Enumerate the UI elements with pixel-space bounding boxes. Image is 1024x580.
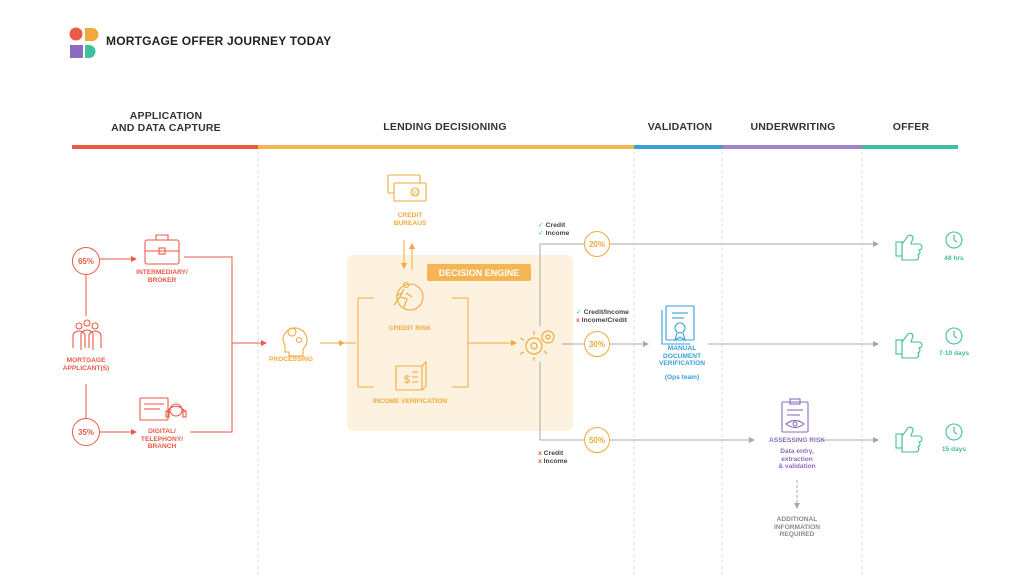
stage-header-validation: VALIDATION: [647, 121, 713, 133]
applicant-label: MORTGAGE APPLICANT(S): [62, 357, 110, 372]
credit-card-icon: [387, 174, 427, 202]
route-bottom-circle: 50%: [584, 427, 610, 453]
page-title: MORTGAGE OFFER JOURNEY TODAY: [106, 34, 332, 48]
thumbs-up-icon-1: [895, 234, 923, 261]
pct-broker-circle: 65%: [72, 247, 100, 275]
offer-time-2: 7-10 days: [938, 350, 970, 357]
income-document-icon: $: [395, 360, 427, 391]
route-middle-checks: ✓ Credit/Income x Income/Credit: [576, 309, 629, 324]
assessing-risk-icon: [781, 398, 809, 433]
credit-risk-label: CREDIT RISK: [388, 325, 432, 332]
clock-icon-1: [945, 231, 963, 249]
stage-header-underwriting: UNDERWRITING: [750, 121, 836, 133]
stage-bar-application: [72, 145, 258, 149]
stage-header-lending: LENDING DECISIONING: [383, 121, 507, 133]
thumbs-up-icon-3: [895, 426, 923, 453]
cross-icon: x: [576, 316, 580, 324]
pct-digital-circle: 35%: [72, 418, 100, 446]
assessing-risk-label: ASSESSING RISK: [768, 437, 826, 444]
stage-bar-validation: [634, 145, 722, 149]
route-top-circle: 20%: [584, 231, 610, 257]
route-middle-circle: 30%: [584, 331, 610, 357]
stage-header-application: APPLICATION AND DATA CAPTURE: [111, 110, 221, 135]
manual-verification-label: MANUAL DOCUMENT VERIFICATION: [658, 345, 706, 368]
route-top-checks: ✓ Credit ✓ Income: [538, 222, 570, 237]
credit-card-value: 10: [412, 191, 419, 197]
digital-label: DIGITAL/ TELEPHONY/ BRANCH: [140, 428, 184, 451]
applicant-icon: [72, 319, 102, 350]
processing-icon: [282, 327, 308, 357]
thumbs-up-icon-2: [895, 332, 923, 359]
income-verification-label: INCOME VERIFICATION: [372, 398, 448, 405]
offer-time-1: 48 hrs: [944, 255, 964, 262]
assessing-risk-sub: Data entry, extraction & validation: [778, 448, 816, 471]
processing-label: PROCESSING: [269, 356, 313, 363]
cross-icon: x: [538, 450, 542, 457]
stage-bar-lending: [258, 145, 634, 149]
offer-time-3: 15 days: [941, 446, 967, 453]
broker-label: INTERMEDIARY/ BROKER: [136, 269, 188, 284]
stage-header-offer: OFFER: [892, 121, 930, 133]
briefcase-icon: [144, 234, 180, 265]
decision-gears-icon: [519, 330, 555, 361]
cross-icon: x: [538, 457, 542, 465]
clock-icon-3: [945, 423, 963, 441]
additional-info-label: ADDITIONAL INFORMATION REQUIRED: [773, 516, 821, 539]
stage-bar-underwriting: [722, 145, 862, 149]
credit-bureaus-label: CREDIT BUREAUS: [393, 212, 427, 227]
decision-engine-badge: DECISION ENGINE: [427, 264, 531, 281]
check-icon: ✓: [538, 222, 544, 229]
check-icon: ✓: [576, 309, 582, 316]
route-bottom-checks: x Credit x Income: [538, 450, 568, 465]
logo: [69, 27, 99, 58]
svg-text:$: $: [404, 374, 410, 386]
document-verification-icon: [661, 305, 695, 345]
clock-icon-2: [945, 327, 963, 345]
ops-team-label: (Ops team): [664, 374, 700, 381]
headset-computer-icon: [139, 397, 187, 421]
check-icon: ✓: [538, 229, 544, 237]
runner-icon: [393, 281, 424, 311]
stage-bar-offer: [862, 145, 958, 149]
